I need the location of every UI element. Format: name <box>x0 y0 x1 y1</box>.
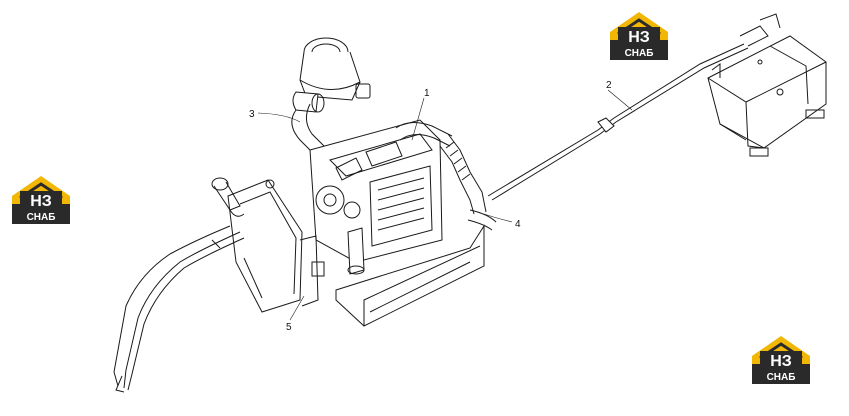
lower-pipe <box>467 209 497 231</box>
engine-frame <box>335 224 485 327</box>
svg-text:СНАБ: СНАБ <box>767 372 796 383</box>
fuel-tank <box>707 35 827 157</box>
svg-text:СНАБ: СНАБ <box>625 48 654 59</box>
svg-text:СНАБ: СНАБ <box>27 212 56 223</box>
callout-5: 5 <box>286 322 292 333</box>
heater-hoses <box>113 225 245 393</box>
intake-pipe <box>291 103 327 157</box>
svg-text:НЗ: НЗ <box>770 353 792 370</box>
engine-block <box>309 119 443 275</box>
watermark-logo: НЗ СНАБ <box>750 334 812 386</box>
svg-text:НЗ: НЗ <box>628 29 650 46</box>
callout-4: 4 <box>515 219 521 230</box>
air-filter <box>292 37 371 113</box>
svg-text:НЗ: НЗ <box>30 193 52 210</box>
radiator <box>211 177 325 313</box>
watermark-logo: НЗ СНАБ <box>10 174 72 226</box>
callout-2: 2 <box>606 80 612 91</box>
leader-lines <box>257 89 633 321</box>
callout-3: 3 <box>249 109 255 120</box>
fuel-line <box>487 13 781 201</box>
watermark-logo: НЗ СНАБ <box>608 10 670 62</box>
callout-1: 1 <box>424 88 430 99</box>
charge-pipe <box>395 122 487 215</box>
